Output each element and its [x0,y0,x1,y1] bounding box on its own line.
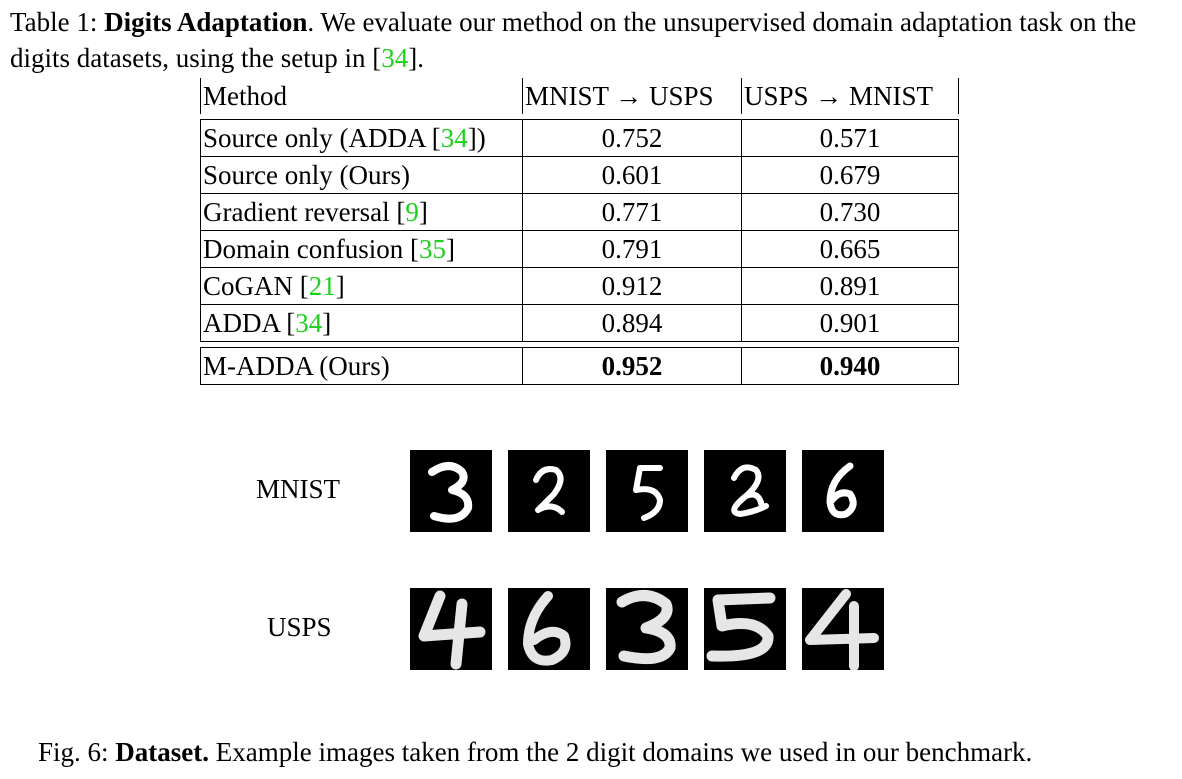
method-cell: ADDA [34] [200,304,523,342]
score-cell: 0.665 [741,230,959,268]
citation-link[interactable]: 21 [308,271,336,301]
method-cell: CoGAN [21] [200,267,523,305]
table-caption-text-end: ]. [408,43,424,73]
usps-digit-row [410,588,884,670]
header-mnist-usps: MNIST → USPS [522,78,742,114]
figure-caption: Fig. 6: Dataset. Example images taken fr… [38,734,1032,770]
method-cell: Source only (Ours) [200,156,523,194]
mnist-digit-image [606,450,688,532]
method-cell: Gradient reversal [9] [200,193,523,231]
mnist-digit-image [508,450,590,532]
score-cell: 0.891 [741,267,959,305]
usps-digit-image [508,588,590,670]
table-caption-title: Digits Adaptation [104,7,308,37]
mnist-digit-image [704,450,786,532]
mnist-digit-row [410,450,884,532]
mnist-digit-image [802,450,884,532]
best-score-cell: 0.940 [741,347,959,385]
mnist-digit-image [410,450,492,532]
table-caption-text: . We evaluate our method on the unsuperv… [10,7,1137,73]
usps-digit-image [802,588,884,670]
usps-row-label: USPS [267,612,332,642]
usps-digit-image [410,588,492,670]
table-caption: Table 1: Digits Adaptation. We evaluate … [10,4,1175,76]
method-cell: M-ADDA (Ours) [200,347,523,385]
table-row: Source only (ADDA [34]) 0.752 0.571 [200,119,959,157]
figure-caption-title: Dataset. [115,737,210,767]
table-header-row: Method MNIST → USPS USPS → MNIST [200,78,959,114]
score-cell: 0.771 [522,193,742,231]
table-row: Gradient reversal [9] 0.771 0.730 [200,193,959,231]
table-row: Domain confusion [35] 0.791 0.665 [200,230,959,268]
mnist-row-label: MNIST [256,474,341,504]
method-cell: Source only (ADDA [34]) [200,119,523,157]
score-cell: 0.752 [522,119,742,157]
results-table: Method MNIST → USPS USPS → MNIST Source … [200,78,959,385]
table-row: Source only (Ours) 0.601 0.679 [200,156,959,194]
score-cell: 0.912 [522,267,742,305]
citation-link[interactable]: 34 [295,308,323,338]
score-cell: 0.791 [522,230,742,268]
citation-link[interactable]: 9 [405,197,419,227]
usps-digit-image [704,588,786,670]
score-cell: 0.601 [522,156,742,194]
header-method: Method [200,78,523,114]
score-cell: 0.901 [741,304,959,342]
figure-caption-label: Fig. 6: [38,737,116,767]
figure-caption-text: Example images taken from the 2 digit do… [209,737,1033,767]
table-row: ADDA [34] 0.894 0.901 [200,304,959,342]
method-cell: Domain confusion [35] [200,230,523,268]
table-caption-label: Table 1: [10,7,105,37]
citation-link[interactable]: 35 [418,234,446,264]
header-usps-mnist: USPS → MNIST [741,78,959,114]
score-cell: 0.679 [741,156,959,194]
best-score-cell: 0.952 [522,347,742,385]
table-row: CoGAN [21] 0.912 0.891 [200,267,959,305]
score-cell: 0.571 [741,119,959,157]
score-cell: 0.894 [522,304,742,342]
usps-digit-image [606,588,688,670]
score-cell: 0.730 [741,193,959,231]
citation-link[interactable]: 34 [381,43,409,73]
citation-link[interactable]: 34 [440,123,468,153]
best-result-row: M-ADDA (Ours) 0.952 0.940 [200,347,959,385]
